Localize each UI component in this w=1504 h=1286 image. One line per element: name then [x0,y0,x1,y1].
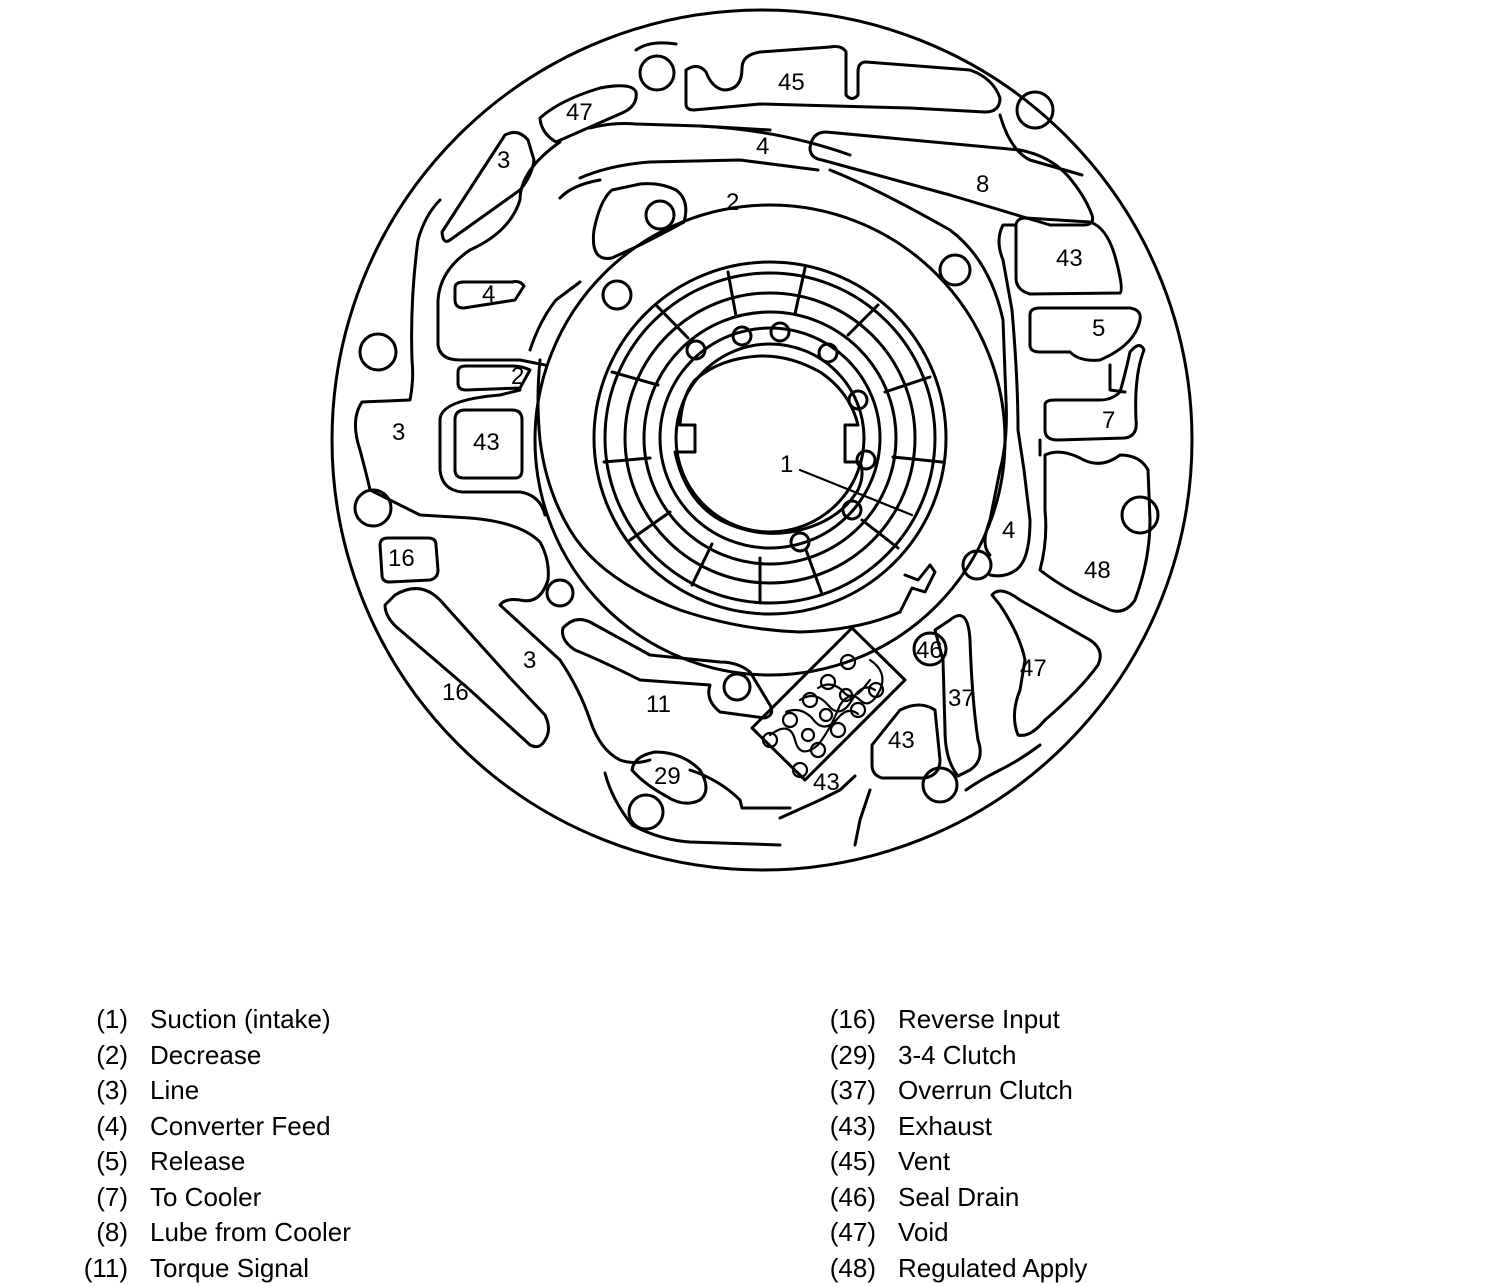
legend-item: (7) To Cooler [76,1180,351,1216]
label-3-left: 3 [392,419,405,446]
legend-label: Regulated Apply [898,1252,1088,1283]
legend-label: Vent [898,1146,951,1177]
label-11: 11 [646,691,671,718]
legend-label: To Cooler [150,1181,262,1212]
pump-bore [673,354,864,535]
label-8: 8 [976,171,989,198]
label-3-upper: 3 [497,147,510,174]
legend-label: Converter Feed [150,1110,331,1141]
label-29: 29 [654,763,681,790]
label-43-bottom: 43 [813,769,840,796]
pump-housing-outline [330,8,1194,872]
legend-number: (2) [96,1039,128,1070]
passage-walls [354,41,1127,847]
legend-number: (7) [96,1181,128,1212]
label-7: 7 [1102,407,1115,434]
label-43-left: 43 [473,429,500,456]
legend-number: (1) [96,1004,128,1035]
regulator-valve [750,626,907,782]
legend-label: Suction (intake) [150,1004,331,1035]
legend-number: (5) [96,1146,128,1177]
legend-number: (43) [829,1110,876,1141]
legend-number: (37) [829,1075,876,1106]
legend-label: Seal Drain [898,1181,1020,1212]
legend-label: Release [150,1146,246,1177]
label-47-top: 47 [566,99,593,126]
legend-number: (45) [829,1146,876,1177]
legend-item: (11) Torque Signal [76,1251,351,1286]
legend-item: (47) Void [824,1215,1087,1251]
label-37: 37 [948,685,975,712]
label-16-box: 16 [388,545,415,572]
label-2-top: 2 [726,189,739,216]
legend-number: (16) [829,1004,876,1035]
legend-label: Line [150,1075,200,1106]
legend-item: (8) Lube from Cooler [76,1215,351,1251]
legend-number: (29) [829,1039,876,1070]
legend-item: (37) Overrun Clutch [824,1073,1087,1109]
passage-labels: 45 47 3 4 8 2 43 4 5 2 7 3 43 1 4 16 48 … [388,69,1115,796]
legend-item: (3) Line [76,1073,351,1109]
legend-item: (48) Regulated Apply [824,1251,1088,1286]
legend-item: (1) Suction (intake) [76,1002,351,1038]
legend-item: (4) Converter Feed [76,1109,351,1145]
suction-leader-line [798,468,914,517]
pump-rotor [533,203,1007,677]
legend-item: (45) Vent [824,1144,1087,1180]
rotor-vanes [602,266,944,605]
label-43-bottom-right: 43 [888,727,915,754]
label-4-top: 4 [756,133,769,160]
legend-item: (29) 3-4 Clutch [824,1038,1087,1074]
label-47-lower: 47 [1020,655,1047,682]
seal-drain-circle [912,631,948,667]
label-43-right: 43 [1056,245,1083,272]
legend-number: (46) [829,1181,876,1212]
label-46: 46 [916,637,943,664]
label-2-left: 2 [511,363,524,390]
label-3-lower: 3 [523,647,536,674]
legend-number: (48) [829,1252,876,1283]
label-4-left: 4 [482,281,495,308]
legend-right-column: (16) Reverse Input (29) 3-4 Clutch (37) Ove… [824,1002,1088,1286]
legend-item: (43) Exhaust [824,1109,1087,1145]
legend-number: (47) [829,1217,876,1248]
legend-number: (8) [96,1217,128,1248]
label-4-right: 4 [1002,517,1015,544]
label-45: 45 [778,69,805,96]
pump-body-diagram: 45 47 3 4 8 2 43 4 5 2 7 3 43 1 4 16 48 … [330,8,1194,872]
legend-label: Exhaust [898,1110,992,1141]
label-5: 5 [1092,315,1105,342]
legend-item: (5) Release [76,1144,351,1180]
fluid-passages [378,45,1152,805]
legend-label: Reverse Input [898,1004,1060,1035]
bolt-holes [353,54,1160,831]
label-16-lower: 16 [442,679,469,706]
legend-label: 3-4 Clutch [898,1039,1017,1070]
label-1: 1 [780,451,793,478]
legend-item: (16) Reverse Input [824,1002,1087,1038]
legend-number: (4) [96,1110,128,1141]
label-48: 48 [1084,557,1111,584]
legend-item: (46) Seal Drain [824,1180,1087,1216]
legend-label: Torque Signal [150,1252,309,1283]
legend-left-column: (1)Suction (intake) (2)Decrease (3)Line … [76,1002,351,1286]
legend-label: Decrease [150,1039,262,1070]
legend-label: Void [898,1217,949,1248]
legend-item: (2) Decrease [76,1038,351,1074]
legend-number: (11) [83,1252,128,1283]
legend-number: (3) [96,1075,128,1106]
legend-label: Overrun Clutch [898,1075,1073,1106]
legend-label: Lube from Cooler [150,1217,351,1248]
